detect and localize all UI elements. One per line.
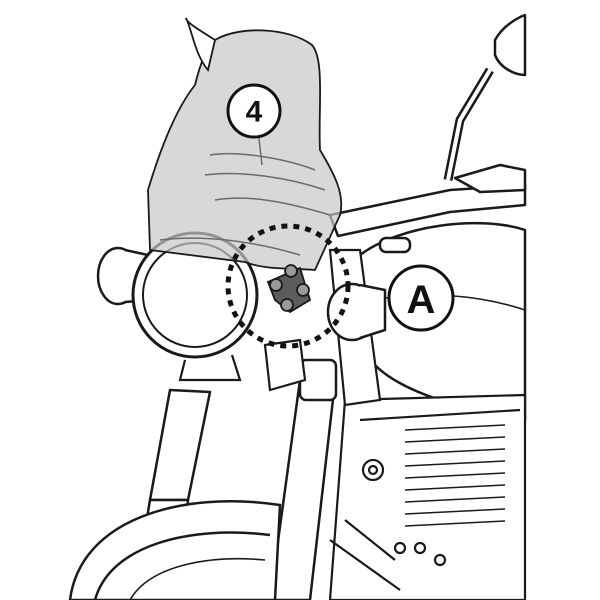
windscreen [147,17,343,271]
right-turn-signal [326,282,387,342]
detail-letter-label: A [407,278,436,322]
handlebar [328,163,527,254]
headlight [131,231,259,382]
detail-highlight-circle [225,223,351,349]
engine-fins [404,424,506,527]
detail-letter-callout: A [387,264,455,332]
mirror [443,13,527,181]
part-number-callout: 4 [226,83,282,139]
mounting-bracket [266,264,312,314]
engine [328,393,527,600]
part-number-label: 4 [246,96,263,129]
front-fender [68,500,282,600]
